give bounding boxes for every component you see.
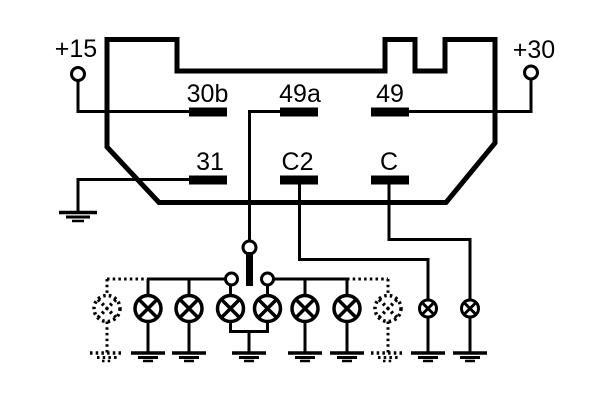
lamp-cross-dotted [96,298,118,319]
lamp-5 [290,293,320,324]
optional-lamp-left [92,293,122,324]
pilot-lamp-1 [418,298,438,319]
ground-symbol [453,351,487,363]
pin-c-blade [371,175,409,185]
plus30-terminal-circle [523,64,539,81]
lamp-cross [336,298,358,319]
ground-symbol [172,351,206,363]
wire-31-to-ground [76,178,189,212]
ground-symbol-31 [59,210,97,223]
switch-contact-right [260,271,275,287]
pin-49-blade [371,107,409,117]
ground-symbol [131,351,165,363]
lamp-cross [257,298,278,319]
plus30-label: +30 [513,36,555,64]
plus15-terminal-circle [70,66,86,82]
ground-symbol-dotted [371,351,405,363]
flasher-switch [224,239,275,287]
relay-pin-c: C [371,148,409,185]
supply-plus15: +15 [55,35,189,113]
relay-housing [104,37,498,205]
ground-symbol [330,351,364,363]
pin-31-blade [189,175,227,185]
plus30-wire [409,79,533,113]
pilot-lamp-2 [460,298,480,319]
lamp-6 [332,293,362,324]
pin-30b-label: 30b [187,80,229,108]
pin-49a-blade [280,107,318,117]
lamp-2 [174,293,204,324]
ground-symbol [288,351,322,363]
lamp-cross-dotted [377,298,399,319]
pin-31-label: 31 [196,148,224,176]
ground-symbol [411,351,445,363]
relay-pin-c2: C2 [280,148,318,185]
ground-symbol [232,351,266,363]
pin-c2-blade [280,175,318,185]
wire-c2-to-pilot-lamp-left [298,184,430,301]
relay-pin-49a: 49a [279,80,321,117]
wire-c-to-pilot-lamp-right [387,184,472,301]
switch-contact-left [224,271,239,287]
relay-pin-30b: 30b [187,80,229,117]
lamp-cross [137,298,159,319]
lamp-cross [220,298,241,319]
plus15-label: +15 [55,35,97,63]
pilot-lamp-cross [420,301,436,316]
lamp-3 [215,293,246,324]
lamp-cross [294,298,316,319]
pin-49a-label: 49a [279,80,321,108]
optional-lamp-right [373,293,403,324]
pin-49-label: 49 [376,80,404,108]
lamp-1 [133,293,163,324]
switch-armature-bar [246,252,253,286]
lamp-cross [178,298,200,319]
pin-30b-blade [189,107,227,117]
ground-symbol-dotted [90,351,124,363]
pilot-lamp-cross [462,301,478,316]
wire-49a-to-switch [248,110,280,241]
lamp-4 [252,293,283,324]
relay-pin-49: 49 [371,80,409,117]
supply-plus30: +30 [409,36,555,113]
relay-pin-31: 31 [189,148,227,185]
pin-c2-label: C2 [282,148,314,176]
pin-c-label: C [380,148,398,176]
plus15-wire [76,80,189,113]
